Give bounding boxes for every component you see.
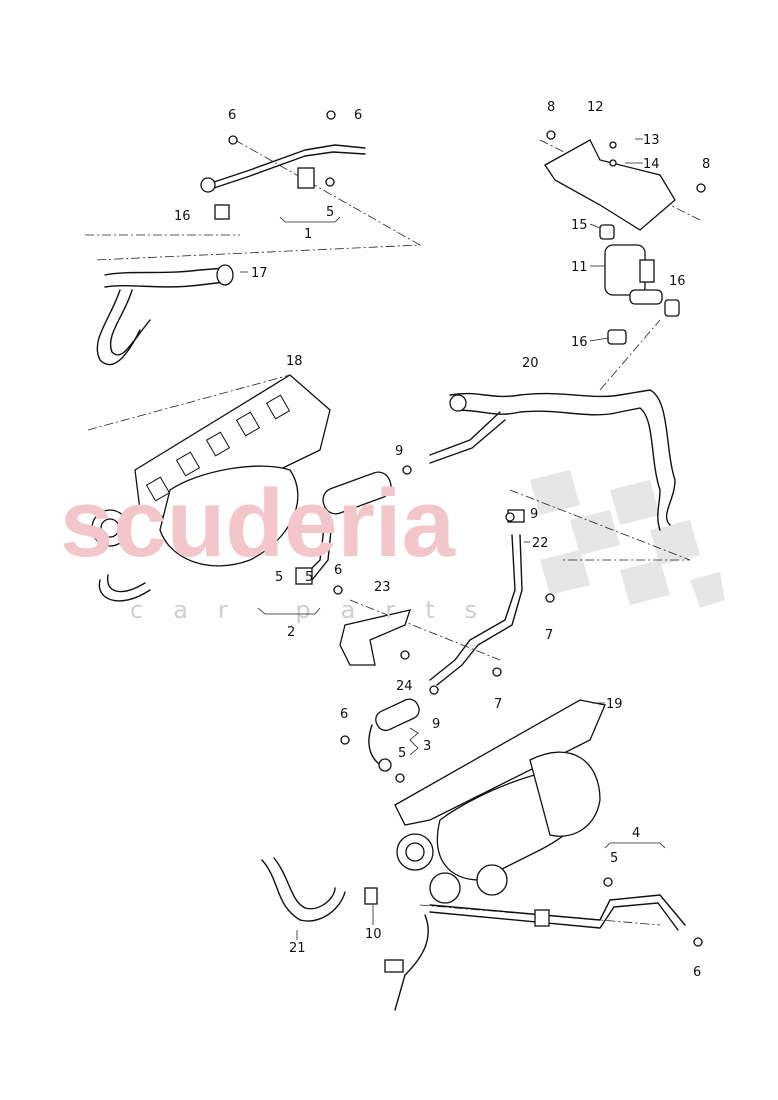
label-22: 22 bbox=[532, 536, 549, 551]
label-19: 19 bbox=[606, 697, 623, 712]
label-7: 7 bbox=[545, 628, 553, 643]
part-18-turbocharger bbox=[91, 374, 331, 602]
label-6: 6 bbox=[340, 707, 348, 722]
label-14: 14 bbox=[643, 157, 660, 172]
part-2-pipe bbox=[295, 471, 392, 585]
watermark-text: scuderia bbox=[60, 470, 455, 577]
fasteners bbox=[228, 110, 703, 947]
label-6: 6 bbox=[354, 108, 362, 123]
label-20: 20 bbox=[522, 356, 539, 371]
part-1-coolant-pipe bbox=[200, 144, 366, 193]
label-10: 10 bbox=[365, 927, 382, 942]
part-12-bracket bbox=[544, 130, 706, 231]
part-20-hose bbox=[429, 389, 676, 531]
label-23: 23 bbox=[374, 580, 391, 595]
label-5: 5 bbox=[326, 205, 334, 220]
label-18: 18 bbox=[286, 354, 303, 369]
label-11: 11 bbox=[571, 260, 588, 275]
label-2: 2 bbox=[287, 625, 295, 640]
label-12: 12 bbox=[587, 100, 604, 115]
label-5: 5 bbox=[610, 851, 618, 866]
label-6: 6 bbox=[228, 108, 236, 123]
label-16: 16 bbox=[669, 274, 686, 289]
label-9: 9 bbox=[395, 444, 403, 459]
part-23-bracket bbox=[339, 609, 411, 666]
part-19-turbocharger bbox=[394, 699, 606, 904]
label-9: 9 bbox=[530, 507, 538, 522]
part-10-clip bbox=[364, 887, 378, 905]
watermark-subtext: car parts bbox=[130, 596, 507, 624]
label-15: 15 bbox=[571, 218, 588, 233]
label-9: 9 bbox=[432, 717, 440, 732]
label-6: 6 bbox=[334, 563, 342, 578]
label-16: 16 bbox=[174, 209, 191, 224]
checkered-flag-logo bbox=[530, 470, 725, 608]
label-4: 4 bbox=[632, 826, 640, 841]
label-7: 7 bbox=[494, 697, 502, 712]
leader-lines bbox=[240, 138, 666, 940]
label-5: 5 bbox=[275, 570, 283, 585]
label-16: 16 bbox=[571, 335, 588, 350]
label-21: 21 bbox=[289, 941, 306, 956]
label-3: 3 bbox=[423, 739, 431, 754]
label-8: 8 bbox=[547, 100, 555, 115]
part-21-hose bbox=[261, 857, 346, 922]
part-17-hose bbox=[96, 204, 234, 366]
part-3-pipe bbox=[368, 698, 420, 783]
label-24: 24 bbox=[396, 679, 413, 694]
part-4-pipe bbox=[384, 877, 686, 1011]
label-5: 5 bbox=[398, 746, 406, 761]
part-labels: 6 6 5 1 16 17 8 12 13 14 8 15 11 16 16 1… bbox=[174, 100, 710, 980]
label-17: 17 bbox=[251, 266, 268, 281]
label-8: 8 bbox=[702, 157, 710, 172]
label-6: 6 bbox=[693, 965, 701, 980]
label-13: 13 bbox=[643, 133, 660, 148]
label-5: 5 bbox=[305, 570, 313, 585]
label-1: 1 bbox=[304, 227, 312, 242]
part-11-pump bbox=[599, 224, 680, 345]
watermark: scuderia car parts bbox=[60, 470, 507, 624]
